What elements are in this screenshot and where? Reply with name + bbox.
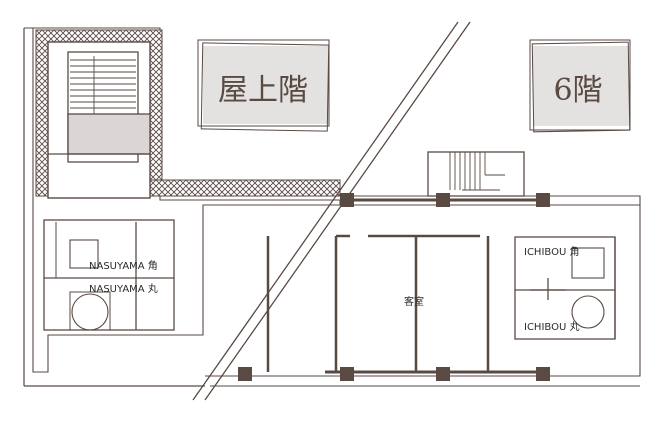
nasuyama-maru-bath-frame xyxy=(69,291,111,331)
nasuyama-kaku-bath xyxy=(69,239,99,269)
sixth-title: 6階 xyxy=(553,73,602,108)
rooftop-floor xyxy=(23,27,341,387)
nasuyama-maru-bath xyxy=(71,293,109,331)
rooftop-title-box: 屋上階 xyxy=(197,39,330,132)
sixth-stair-block xyxy=(427,151,525,197)
floor-divider xyxy=(192,21,471,401)
label-ichibou-maru: ICHIBOU 丸 xyxy=(524,320,579,333)
columns xyxy=(238,193,550,381)
label-nasuyama-kaku: NASUYAMA 角 xyxy=(89,260,158,272)
label-guest-room: 客室 xyxy=(404,295,424,308)
sixth-floor-outline xyxy=(205,195,641,377)
ichibou-maru-bath xyxy=(571,295,605,329)
stair-core xyxy=(67,51,139,163)
sixth-stair-treads xyxy=(449,152,505,191)
stair-treads xyxy=(70,56,136,114)
sixth-floor xyxy=(205,151,641,387)
rooftop-parapet-hatch xyxy=(35,29,163,197)
label-nasuyama-maru: NASUYAMA 丸 xyxy=(89,282,158,295)
sixth-title-box: 6階 xyxy=(529,39,631,133)
rooftop-walkway-hatch xyxy=(149,179,341,197)
rooftop-title: 屋上階 xyxy=(218,73,308,108)
label-ichibou-kaku: ICHIBOU 角 xyxy=(524,246,579,258)
stair-landing xyxy=(67,113,151,155)
rooftop-room-frame xyxy=(43,219,175,331)
ichibou-kaku-bath xyxy=(571,247,605,279)
